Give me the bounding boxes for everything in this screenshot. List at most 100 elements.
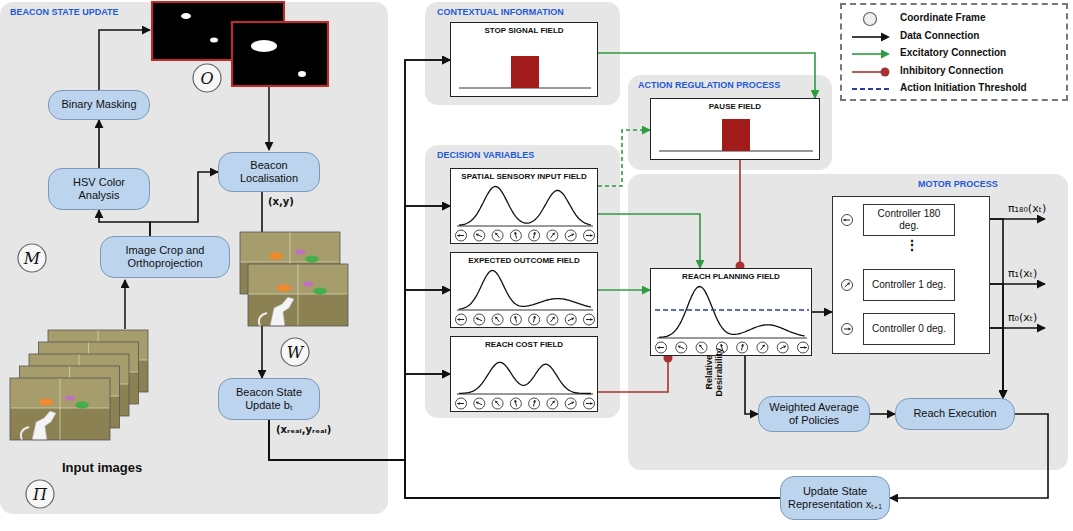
- direction-arrowhead: [847, 283, 850, 286]
- direction-icon: [777, 342, 788, 353]
- mask-image: [232, 22, 328, 86]
- controller-label: Controller 1 deg.: [872, 279, 946, 291]
- legend-sample: [848, 46, 892, 62]
- controller-icon: [839, 277, 855, 293]
- direction-arrow: [678, 346, 684, 349]
- initiation-threshold: [655, 309, 809, 311]
- neural-field: PAUSE FIELD: [650, 98, 820, 160]
- stop-activation: [722, 119, 750, 151]
- direction-arrowhead: [571, 317, 574, 320]
- panel-background: [0, 2, 388, 514]
- legend-text: Data Connection: [900, 30, 979, 41]
- direction-icon: [842, 215, 853, 226]
- mask-images: [152, 2, 328, 86]
- direction-icon: [492, 314, 503, 325]
- direction-icon: [547, 398, 558, 409]
- controller-bank: ⋮Controller 180 deg.Controller 1 deg.Con…: [832, 196, 990, 354]
- direction-arrow: [551, 233, 555, 238]
- neural-field: SPATIAL SENSORY INPUT FIELD: [450, 168, 598, 244]
- direction-icon: [547, 314, 558, 325]
- field-title: REACH PLANNING FIELD: [651, 272, 811, 281]
- edge-label: Relative Desirability: [704, 332, 725, 412]
- legend-row: Inhibitory Connection: [848, 64, 1062, 80]
- panel-title: BEACON STATE UPDATE: [10, 7, 119, 17]
- direction-arrowhead: [495, 317, 498, 320]
- policy-label: π₀(xₜ): [1008, 311, 1037, 324]
- direction-arrow: [699, 345, 703, 350]
- process-box: Weighted Average of Policies: [758, 396, 870, 432]
- legend-text: Coordinate Frame: [900, 12, 986, 23]
- direction-arrowhead: [476, 401, 479, 404]
- legend-text: Inhibitory Connection: [900, 65, 1003, 76]
- direction-arrow: [761, 345, 765, 350]
- legend-dot: [881, 67, 890, 76]
- process-label: Weighted Average of Policies: [765, 401, 863, 427]
- direction-icon: [584, 230, 595, 241]
- direction-arrow: [551, 401, 555, 406]
- direction-icon: [584, 314, 595, 325]
- panel-background: [425, 2, 620, 105]
- frame-symbol: W: [280, 337, 310, 367]
- controller-box: Controller 1 deg.: [863, 269, 955, 301]
- connector: [745, 356, 758, 414]
- direction-arrowhead: [495, 401, 498, 404]
- panel-region: BEACON STATE UPDATEOBinary MaskingHSV Co…: [0, 2, 388, 514]
- direction-icon: [529, 230, 540, 241]
- legend-circle: [864, 13, 877, 26]
- direction-icon: [510, 230, 521, 241]
- direction-arrowhead: [571, 401, 574, 404]
- direction-icon: [529, 314, 540, 325]
- panel-title: DECISION VARIABLES: [437, 150, 534, 160]
- direction-arrow: [495, 401, 499, 406]
- panel-background: [628, 75, 832, 170]
- legend-line: [852, 36, 882, 38]
- legend-sample: [848, 29, 892, 45]
- direction-arrow: [568, 234, 574, 237]
- connector: [405, 206, 780, 498]
- direction-icon: [842, 324, 853, 335]
- legend-arrowhead: [881, 50, 890, 59]
- frame-symbol: Π: [25, 479, 55, 509]
- direction-arrow: [476, 318, 482, 321]
- mask-blob: [210, 38, 218, 43]
- neural-field: REACH COST FIELD: [450, 336, 598, 412]
- direction-arrowhead: [457, 234, 459, 237]
- direction-icon: [676, 342, 687, 353]
- direction-arrowhead: [514, 400, 517, 403]
- direction-arrowhead: [657, 346, 659, 349]
- direction-icon: [510, 314, 521, 325]
- direction-icon: [696, 342, 707, 353]
- activation-curve: [459, 187, 591, 226]
- activation-curve: [459, 271, 591, 310]
- connector: [99, 210, 150, 236]
- direction-arrow: [845, 283, 850, 287]
- field-baseline: [457, 310, 593, 311]
- connector: [598, 53, 815, 98]
- policy-arrow: [990, 283, 1045, 285]
- process-label: Beacon State Update bₜ: [225, 386, 313, 412]
- process-box: Update State Representation xₜ₊₁: [780, 476, 890, 520]
- field-baseline: [457, 226, 593, 227]
- policy-label: π₁₈₀(xₜ): [1008, 202, 1046, 215]
- direction-arrow: [476, 402, 482, 405]
- legend-text: Excitatory Connection: [900, 47, 1006, 58]
- process-label: HSV Color Analysis: [55, 176, 143, 202]
- panel-region: MOTOR PROCESSREACH PLANNING FIELD⋮Contro…: [628, 174, 1068, 470]
- direction-arrowhead: [699, 345, 702, 348]
- direction-arrowhead: [590, 234, 592, 237]
- legend-sample: [848, 11, 892, 27]
- direction-arrowhead: [533, 232, 536, 235]
- connector: [870, 413, 895, 415]
- direction-icon: [474, 314, 485, 325]
- panel-region: ACTION REGULATION PROCESSPAUSE FIELD: [628, 75, 832, 170]
- direction-arrowhead: [762, 345, 765, 348]
- coordinate-frame: W: [280, 337, 310, 367]
- legend-sample: [848, 64, 892, 80]
- process-label: Binary Masking: [61, 98, 136, 111]
- neural-field: REACH PLANNING FIELD: [650, 268, 812, 356]
- controller-label: Controller 0 deg.: [872, 323, 946, 335]
- direction-arrow: [476, 234, 482, 237]
- process-label: Reach Execution: [913, 407, 996, 420]
- controller-icon: [839, 212, 855, 228]
